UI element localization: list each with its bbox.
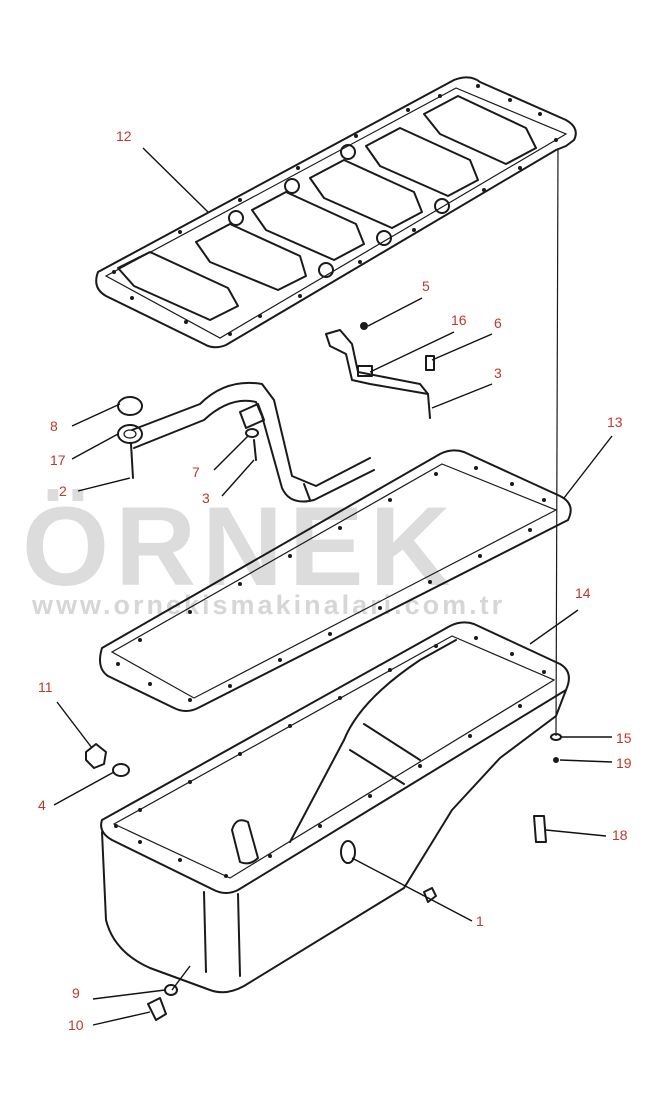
watermark-url: www.ornekismakinalari.com.tr xyxy=(31,590,505,620)
watermark: ÖRNEK www.ornekismakinalari.com.tr xyxy=(22,484,505,620)
callout-15: 15 xyxy=(616,730,632,746)
callout-5: 5 xyxy=(422,278,430,294)
callout-10: 10 xyxy=(68,1017,84,1033)
callout-4: 4 xyxy=(38,797,46,813)
callout-16: 16 xyxy=(451,312,467,328)
callout-19: 19 xyxy=(616,755,632,771)
leader-lines xyxy=(53,147,613,1026)
callout-13: 13 xyxy=(607,414,623,430)
callout-8: 8 xyxy=(50,418,58,434)
upper-gasket xyxy=(95,76,577,349)
callout-11: 11 xyxy=(38,679,53,695)
pipe-bracket xyxy=(325,329,435,419)
callout-7: 7 xyxy=(192,464,200,480)
callout-labels: 1 2 3 3 4 5 6 7 8 9 10 11 12 13 14 15 16… xyxy=(38,128,632,1033)
callout-3-bracket-bolt: 3 xyxy=(494,365,502,381)
callout-17: 17 xyxy=(50,452,66,468)
callout-3-pipe-bolt: 3 xyxy=(202,490,210,506)
oil-pan-gasket xyxy=(99,449,572,712)
oil-suction-pipe xyxy=(117,381,375,503)
hardware xyxy=(85,147,562,1021)
watermark-brand: ÖRNEK xyxy=(22,484,456,609)
callout-14: 14 xyxy=(575,585,591,601)
callout-2: 2 xyxy=(59,483,67,499)
callout-6: 6 xyxy=(494,315,502,331)
callout-1: 1 xyxy=(476,913,484,929)
callout-12: 12 xyxy=(116,128,132,144)
oil-pan xyxy=(100,621,570,994)
callout-9: 9 xyxy=(72,985,80,1001)
callout-18: 18 xyxy=(612,827,628,843)
